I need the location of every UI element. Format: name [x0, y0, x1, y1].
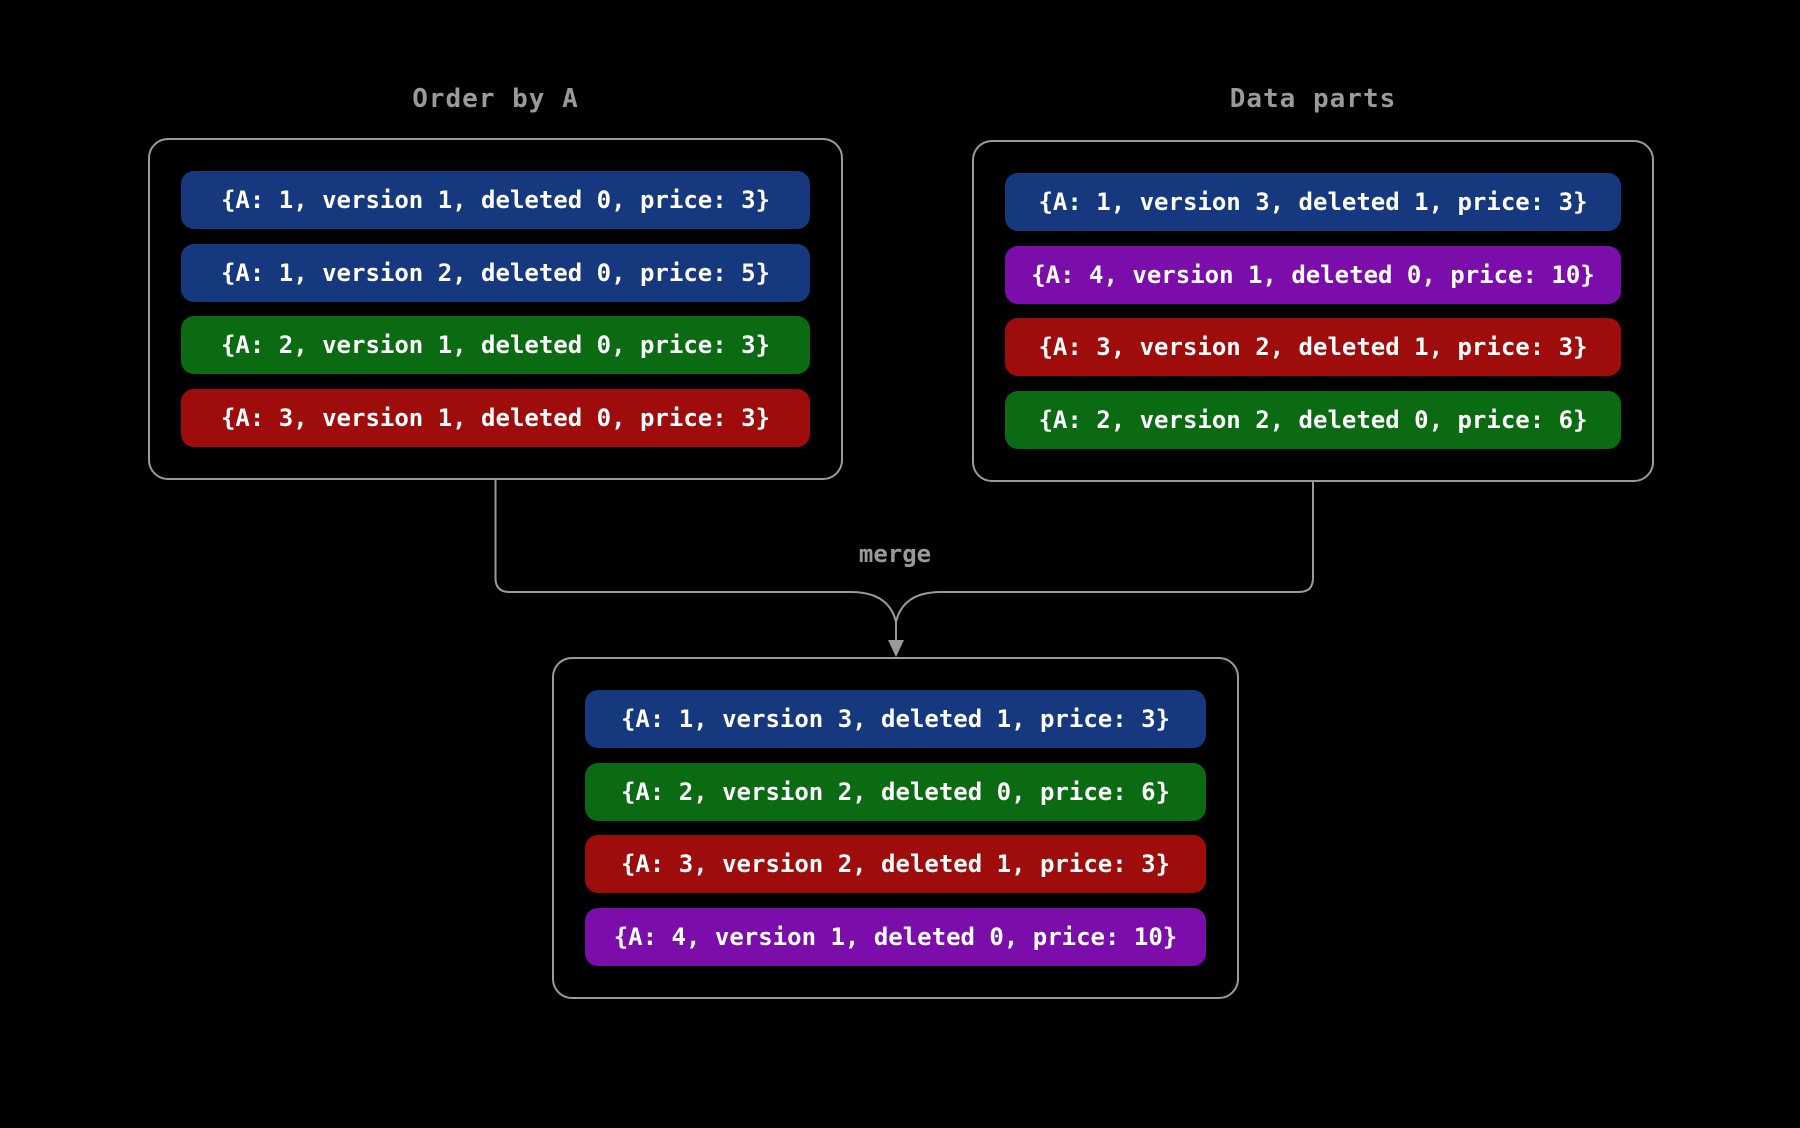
data-parts-box: {A: 1, version 3, deleted 1, price: 3} {…: [972, 140, 1654, 482]
order-by-a-box: {A: 1, version 1, deleted 0, price: 3} {…: [148, 138, 843, 480]
record-pill-part-1: {A: 1, version 3, deleted 1, price: 3}: [1005, 173, 1621, 231]
record-pill-order-3: {A: 2, version 1, deleted 0, price: 3}: [181, 316, 810, 375]
record-pill-part-3: {A: 3, version 2, deleted 1, price: 3}: [1005, 318, 1621, 377]
order-by-a-title: Order by A: [412, 84, 579, 114]
record-pill-order-4: {A: 3, version 1, deleted 0, price: 3}: [181, 388, 810, 447]
merge-label: merge: [858, 540, 932, 568]
record-pill-merged-2: {A: 2, version 2, deleted 0, price: 6}: [585, 762, 1206, 821]
record-pill-order-1: {A: 1, version 1, deleted 0, price: 3}: [181, 171, 810, 229]
record-pill-merged-3: {A: 3, version 2, deleted 1, price: 3}: [585, 835, 1206, 894]
data-parts-title: Data parts: [1229, 84, 1397, 114]
record-pill-merged-1: {A: 1, version 3, deleted 1, price: 3}: [585, 690, 1206, 748]
merged-box: {A: 1, version 3, deleted 1, price: 3} {…: [552, 657, 1239, 999]
record-pill-part-4: {A: 2, version 2, deleted 0, price: 6}: [1005, 390, 1621, 449]
record-pill-order-2: {A: 1, version 2, deleted 0, price: 5}: [181, 243, 810, 302]
record-pill-merged-4: {A: 4, version 1, deleted 0, price: 10}: [585, 907, 1206, 966]
merge-arrowhead-icon: [888, 640, 904, 657]
record-pill-part-2: {A: 4, version 1, deleted 0, price: 10}: [1005, 245, 1621, 304]
